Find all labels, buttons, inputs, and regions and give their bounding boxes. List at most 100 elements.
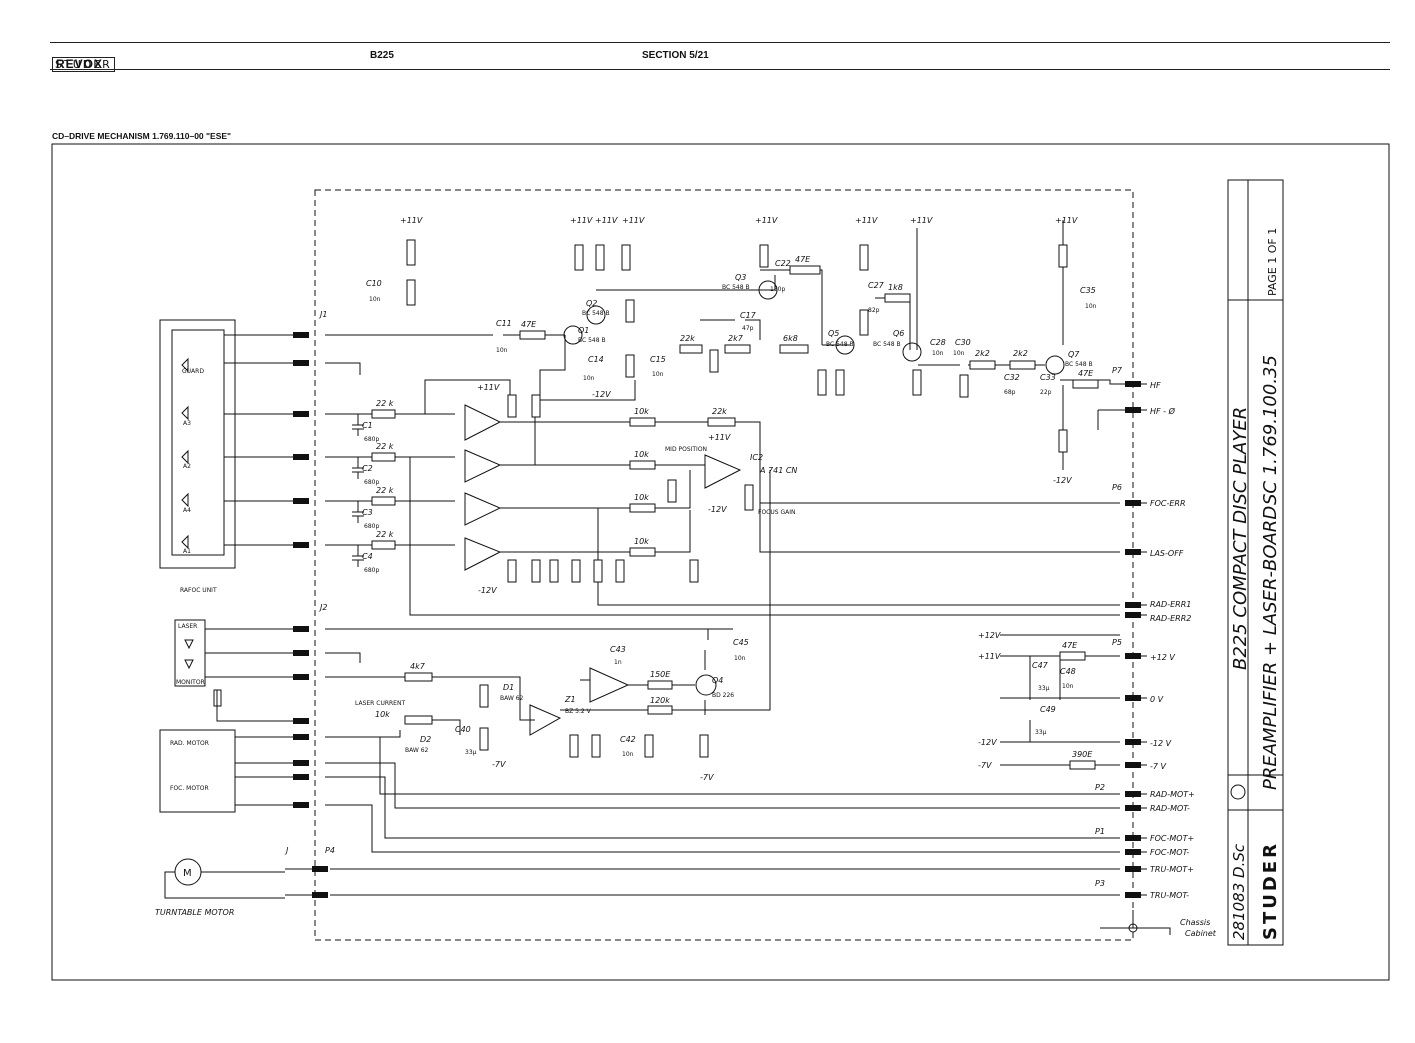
d2-type: BAW 62 [405,747,429,754]
p3-label: P3 [1095,879,1105,888]
sig-chassis: Chassis [1180,918,1210,927]
rad-motor-label: RAD. MOTOR [170,740,209,747]
j-label: J [284,846,289,855]
r12-value: 47E [521,320,537,329]
laser-current-label: LASER CURRENT [355,700,405,707]
vm12-label: -12V [978,738,997,747]
rafoc-unit: GUARD A3 A2 A4 A1 RAFOC UNIT [159,319,236,594]
r38-value: 10k [634,450,649,459]
vm12-label-4: -12V [708,505,727,514]
vm12-label-2: -12V [592,390,611,399]
c14-value: 10n [583,375,595,382]
r56-value: 22k [712,407,727,416]
mid-position-label: MID POSITION [665,446,707,453]
motor-symbol: M [183,868,192,879]
z1-type: BZ 5.2 V [565,708,592,715]
r2-value: 22 k [376,442,394,451]
r48-value: 6k8 [783,334,798,343]
laser-unit: LASER MONITOR [174,619,222,707]
opamp-2 [464,449,502,483]
q3-type: BC 548 B [722,284,750,291]
c10-value: 10n [369,296,381,303]
q4-label: Q4 [712,676,723,685]
q7-label: Q7 [1068,350,1080,359]
transistors [563,280,1065,696]
p6-label: P6 [1112,483,1122,492]
j1-label: J1 [318,310,327,319]
c32-value: 68p [1004,389,1016,396]
vcc-label-11: +11V [978,652,1001,661]
c35-label: C35 [1080,286,1096,295]
signal-wires [325,220,1171,935]
r50-value: 2k7 [728,334,744,343]
rafoc-label-a2: A2 [183,463,191,470]
maker-logo: STUDER [1260,841,1281,940]
page-number: PAGE 1 OF 1 [1266,228,1279,296]
drawing-number: SC 1.769.100.35 [1260,355,1281,505]
c35-value: 10n [1085,303,1097,310]
connector-j1: J1 J2 J P4 [284,310,335,855]
c45-label: C45 [733,638,749,647]
c47-label: C47 [1032,661,1049,670]
sig-0v: 0 V [1150,695,1164,704]
r37-value: 10k [634,407,649,416]
c1-value: 680p [364,436,379,443]
resistors-vertical [406,239,1068,758]
title-circle-icon [1230,784,1246,800]
r4-value: 22 k [376,530,394,539]
c27-label: C27 [868,281,885,290]
board-outline [314,189,1134,941]
monitor-label: MONITOR [176,679,205,686]
q2-label: Q2 [586,299,597,308]
c33-value: 22p [1040,389,1052,396]
vcc-label-9: +11V [477,383,500,392]
vm7-label-3: -7V [700,773,714,782]
rafoc-label-a1: A1 [183,548,191,555]
sig-cabinet: Cabinet [1185,929,1217,938]
sig-tru-mot-p: TRU-MOT+ [1150,865,1194,874]
q5-label: Q5 [828,329,839,338]
laser-diode-icon [184,639,194,670]
z1-label: Z1 [564,695,576,704]
component-labels: Q1 BC 548 B Q2 BC 548 B Q3 BC 548 B Q5 B… [355,216,1097,782]
c45-value: 10n [734,655,746,662]
d1-type: BAW 62 [500,695,524,702]
c28-value: 10n [932,350,944,357]
right-connector-labels: P7 P6 P5 P2 P1 P3 [1095,366,1123,888]
sig-rad-err2: RAD-ERR2 [1150,614,1191,623]
c48-value: 10n [1062,683,1074,690]
c3-label: C3 [362,508,373,517]
opamp-3 [464,492,502,526]
r98-value: 390E [1072,750,1093,759]
c30-value: 10n [953,350,965,357]
d2-label: D2 [420,735,431,744]
vcc-label-10: +11V [708,433,731,442]
j2-label: J2 [318,603,327,612]
vcc-label-3: +11V [595,216,618,225]
q6-type: BC 548 B [873,341,901,348]
section-number: SECTION 5/21 [642,50,709,61]
op-amps [464,404,742,736]
q5-type: BC 548 B [826,341,854,348]
opamp-1 [464,404,502,441]
motor-units: RAD. MOTOR FOC. MOTOR [159,729,236,813]
r46-value: 47E [795,255,811,264]
vcc-label-7: +11V [910,216,933,225]
rafoc-label-a3: A3 [183,420,191,427]
vcc-label-8: +11V [1055,216,1078,225]
sig-foc-mot-m: FOC-MOT- [1150,848,1189,857]
sig-hf: HF [1150,381,1161,390]
c22-value: 180p [770,286,785,293]
r90-value: 150E [650,670,671,679]
r97-value: 47E [1062,641,1078,650]
d1-label: D1 [503,683,514,692]
c40-label: C40 [455,725,471,734]
r53-value: 4k7 [410,662,426,671]
right-connector-pins [1125,381,1141,898]
q4-type: BD 226 [712,692,734,699]
q3-label: Q3 [735,273,746,282]
ic2-type: A 741 CN [759,466,797,475]
signal-labels: HF HF - Ø FOC-ERR LAS-OFF RAD-ERR1 RAD-E… [1150,381,1217,938]
photodiode-icons [181,357,189,550]
